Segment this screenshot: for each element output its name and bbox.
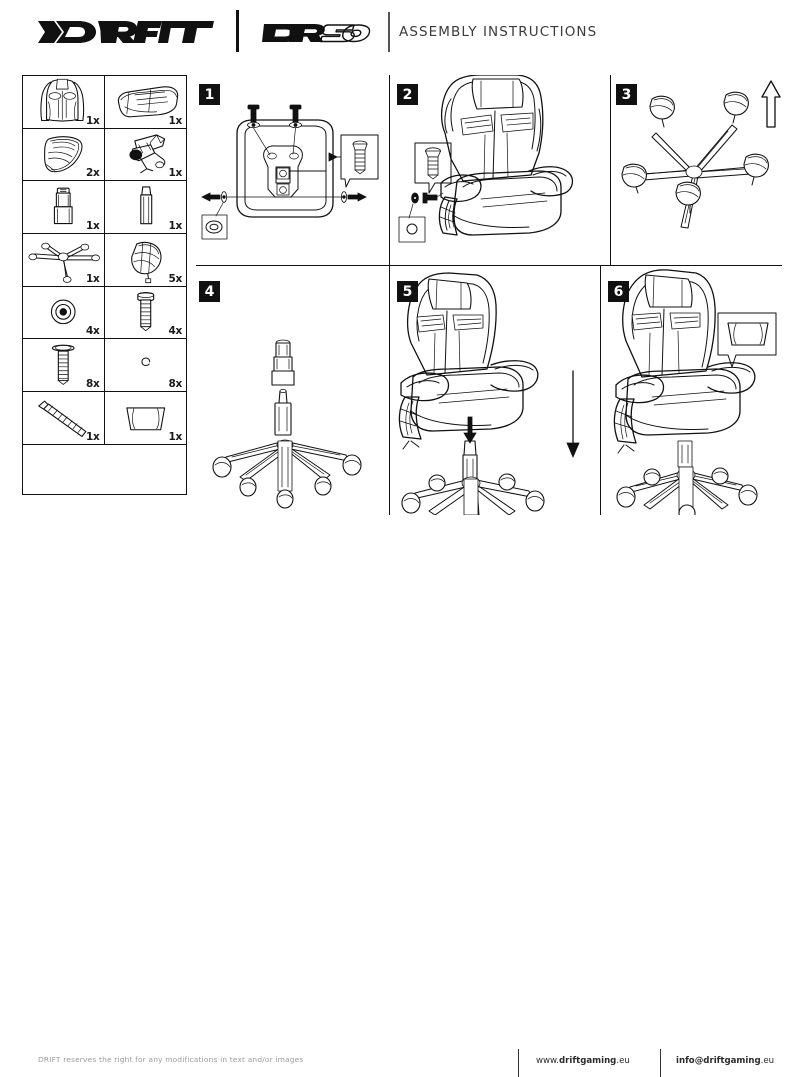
long-screw-icon <box>51 345 75 386</box>
part-cell-screw-short: 4x <box>104 287 186 340</box>
header-divider-1 <box>236 10 239 52</box>
step6-diagram <box>613 269 777 515</box>
part-qty: 1x <box>168 220 183 233</box>
step-divider-v2 <box>610 75 612 265</box>
part-cell-base: 1x <box>23 234 105 287</box>
caster-1 <box>621 163 647 194</box>
step-panel-5: 5 <box>389 265 600 515</box>
gas-cylinder-icon <box>53 187 73 225</box>
large-washer-icon <box>50 299 76 324</box>
part-cell-backrest: 1x <box>23 76 105 129</box>
screw-side-left <box>201 191 227 203</box>
part-qty: 5x <box>168 272 183 285</box>
step-divider-v3 <box>389 265 391 515</box>
step-badge: 1 <box>199 84 220 105</box>
part-qty: 4x <box>86 325 100 338</box>
part-qty: 1x <box>86 114 100 127</box>
step-panel-6: 6 <box>600 265 782 515</box>
five-star-base-icon <box>28 242 100 283</box>
page-footer: DRIFT reserves the right for any modific… <box>0 522 802 1077</box>
backrest-icon <box>40 78 85 122</box>
part-qty: 8x <box>86 378 100 391</box>
email-bold: info@driftgaming <box>676 1056 761 1066</box>
screw-side-right <box>340 191 367 203</box>
step-badge: 3 <box>616 84 637 105</box>
caster-5 <box>675 181 701 214</box>
part-cell-screw-long: 8x <box>23 339 105 393</box>
website-bold: driftgaming <box>559 1056 617 1066</box>
small-washer-icon <box>140 357 150 367</box>
step-divider-v4 <box>600 265 602 515</box>
footer-divider-1 <box>518 1049 520 1077</box>
website-suffix: .eu <box>616 1056 630 1066</box>
part-cell-washer-small: 8x <box>104 339 186 393</box>
step-panel-3: 3 <box>610 75 782 265</box>
caster-4 <box>743 153 769 186</box>
part-cell-gas-cylinder: 1x <box>23 181 105 235</box>
part-qty: 1x <box>86 272 100 285</box>
step-divider-v1 <box>389 75 391 265</box>
email-suffix: .eu <box>760 1056 775 1066</box>
header-divider-2 <box>388 12 390 52</box>
part-cell-cylinder-cover: 1x <box>104 181 186 235</box>
footer-disclaimer: DRIFT reserves the right for any modific… <box>38 1055 304 1064</box>
footer-email[interactable]: info@driftgaming.eu <box>676 1056 774 1066</box>
part-qty: 8x <box>168 378 183 391</box>
part-cell-cushion: 1x <box>104 392 186 445</box>
tilt-mechanism-icon <box>128 134 165 173</box>
step-badge: 6 <box>608 281 629 302</box>
caster-2 <box>649 95 675 128</box>
footer-divider-2 <box>660 1049 662 1077</box>
callout-screw <box>352 140 368 175</box>
caster-wheel-icon <box>130 241 161 284</box>
page-title: ASSEMBLY INSTRUCTIONS <box>399 24 598 40</box>
step-divider-h <box>196 265 782 267</box>
caster-3 <box>723 91 749 124</box>
dr50-model-badge <box>262 24 371 43</box>
part-qty: 1x <box>168 114 183 127</box>
step4-diagram <box>212 339 362 509</box>
drift-logo <box>38 21 214 43</box>
part-qty: 1x <box>168 430 183 443</box>
parts-list-grid: 1x 1x 2x <box>22 75 187 495</box>
step5-diagram <box>398 272 580 515</box>
step1-diagram <box>201 104 379 240</box>
assembly-steps: 1 <box>196 75 782 515</box>
armrest-icon <box>44 135 83 172</box>
headrest-cushion-icon <box>125 407 165 431</box>
step2-diagram <box>398 75 574 243</box>
assembly-screw-left <box>411 192 438 204</box>
page-header: ASSEMBLY INSTRUCTIONS <box>0 0 802 68</box>
step-panel-1: 1 <box>196 75 389 265</box>
cylinder-cover-icon <box>139 186 152 225</box>
step-badge: 4 <box>199 281 220 302</box>
part-qty: 1x <box>86 220 100 233</box>
screw-top-right <box>289 104 302 129</box>
step-panel-2: 2 <box>389 75 610 265</box>
footer-website[interactable]: www.driftgaming.eu <box>536 1056 630 1066</box>
part-qty: 4x <box>168 325 183 338</box>
part-cell-washer-large: 4x <box>23 286 105 340</box>
part-cell-tilt-mechanism: 1x <box>104 129 186 182</box>
part-qty: 1x <box>86 430 100 443</box>
screw-top-left <box>247 104 260 129</box>
step-panel-4: 4 <box>196 265 389 515</box>
step-badge: 2 <box>397 84 418 105</box>
part-qty: 1x <box>168 167 183 180</box>
part-cell-armrest: 2x <box>23 128 105 182</box>
seat-icon <box>117 86 178 118</box>
step3-diagram <box>621 80 781 229</box>
website-prefix: www. <box>536 1056 560 1066</box>
part-cell-caster: 5x <box>104 234 186 287</box>
callout-screw-2 <box>425 147 441 180</box>
part-cell-allen-key: 1x <box>23 392 105 445</box>
part-cell-seat: 1x <box>104 76 186 129</box>
short-screw-icon <box>136 291 154 331</box>
allen-key-icon <box>38 400 87 438</box>
part-qty: 2x <box>86 167 100 180</box>
step-badge: 5 <box>397 281 418 302</box>
